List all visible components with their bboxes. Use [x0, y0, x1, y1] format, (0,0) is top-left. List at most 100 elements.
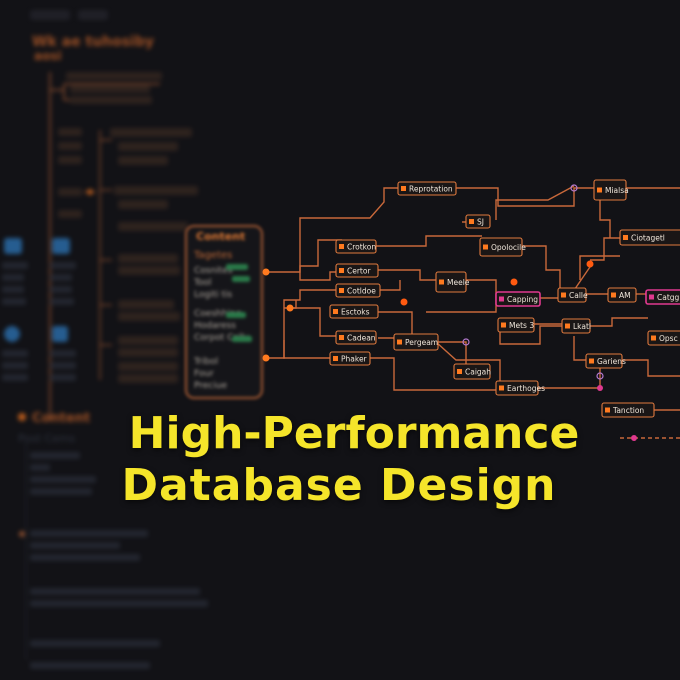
bg-lower-rows [30, 452, 208, 669]
schema-node-label: Cadean [347, 334, 376, 343]
edge [599, 198, 611, 238]
edge [284, 307, 338, 337]
schema-node-box [335, 330, 377, 345]
schema-node-label: Tanction [612, 406, 644, 415]
content-card-item: Coeshhing [194, 309, 241, 319]
content-card-header: Content [196, 230, 245, 243]
schema-node: Phaker [329, 351, 371, 366]
node-dot [400, 298, 408, 306]
content-card-badge [232, 336, 252, 342]
schema-node-label: Crotkon [347, 243, 376, 252]
table-icon [401, 186, 406, 191]
schema-node-label: Ciotagetl [631, 234, 665, 243]
node-dot [631, 435, 637, 441]
schema-node-box [329, 351, 371, 366]
edge [522, 245, 561, 294]
table-icon [561, 292, 566, 298]
schema-node-box [435, 271, 467, 293]
top-left-subheader: aosi [34, 49, 62, 63]
node-dot [586, 260, 594, 268]
schema-node-label: Certor [347, 267, 371, 276]
node-dot [462, 338, 470, 346]
bg-tree [49, 72, 160, 420]
title-line-1: High-Performance [128, 408, 580, 459]
schema-node-box [593, 179, 627, 201]
table-icon [623, 235, 628, 240]
schema-node-box [497, 317, 535, 333]
schema-node-label: Meele [447, 278, 470, 287]
schema-node-box [335, 263, 379, 278]
schema-node: Opolocile [479, 237, 526, 257]
schema-node: Meele [435, 271, 470, 293]
edge [538, 378, 601, 389]
bg-icon [52, 326, 68, 342]
schema-node: Catgg [645, 289, 680, 305]
content-card-badge [232, 276, 250, 282]
schema-node-box [479, 237, 523, 257]
edge [370, 357, 498, 391]
schema-node: SJ [465, 214, 491, 229]
schema-node-box [465, 214, 491, 229]
edge [266, 239, 342, 273]
schema-node: Cotldoe [335, 283, 381, 298]
schema-node-box [335, 239, 377, 254]
table-icon [439, 279, 444, 285]
table-icon [339, 268, 344, 273]
schema-node-box [585, 353, 623, 369]
edge [378, 269, 436, 281]
table-icon [611, 292, 616, 298]
node-dot [262, 354, 270, 362]
bg-dot [18, 413, 26, 421]
table-icon [339, 244, 344, 249]
content-card-item: Tagetes [193, 250, 232, 261]
table-icon [565, 323, 570, 329]
schema-node-label: Opolocile [491, 243, 526, 252]
schema-node-label: Mialsa [605, 186, 629, 195]
schema-node: Capping [495, 291, 541, 307]
content-card-badge [226, 264, 248, 270]
table-icon [651, 335, 656, 341]
schema-node-box [495, 380, 539, 396]
schema-node-box [601, 402, 655, 418]
node-dot [570, 184, 578, 192]
table-icon [499, 296, 504, 302]
schema-node-label: Calle [569, 291, 588, 300]
schema-node-box [453, 363, 491, 380]
lower-panel-header: Content [32, 411, 90, 426]
schema-node-label: Mets 3 [509, 321, 534, 330]
table-icon [597, 187, 602, 193]
content-card-item: Four [194, 369, 214, 379]
edge [299, 187, 398, 272]
schema-node: Lkatl [561, 318, 591, 334]
schema-node-box [619, 229, 680, 246]
schema-node-box [645, 289, 680, 305]
schema-node-label: Lkatl [573, 322, 591, 331]
edge [376, 235, 482, 247]
schema-node-label: Phaker [341, 355, 368, 364]
schema-node: Esctoks [329, 304, 379, 319]
table-icon [605, 407, 610, 413]
schema-node-label: Gariens [597, 357, 626, 366]
schema-node-label: Catgg [657, 293, 680, 302]
schema-node: Gariens [585, 353, 626, 369]
edge [573, 336, 588, 361]
lower-panel-subheader: Post Cems [18, 432, 76, 445]
bg-icon-labels [2, 262, 76, 381]
bg-tab [30, 10, 70, 20]
table-icon [649, 294, 654, 300]
bg-tree-labels [58, 72, 198, 383]
table-icon [589, 358, 594, 364]
schema-node-label: Reprotation [409, 185, 453, 194]
edge [378, 280, 401, 291]
edge [466, 279, 497, 298]
table-icon [333, 356, 338, 361]
table-icon [339, 288, 344, 293]
schema-node-box [397, 181, 457, 196]
table-icon [483, 244, 488, 250]
node-dot [510, 278, 518, 286]
bg-tab [78, 10, 108, 20]
table-icon [469, 219, 474, 224]
